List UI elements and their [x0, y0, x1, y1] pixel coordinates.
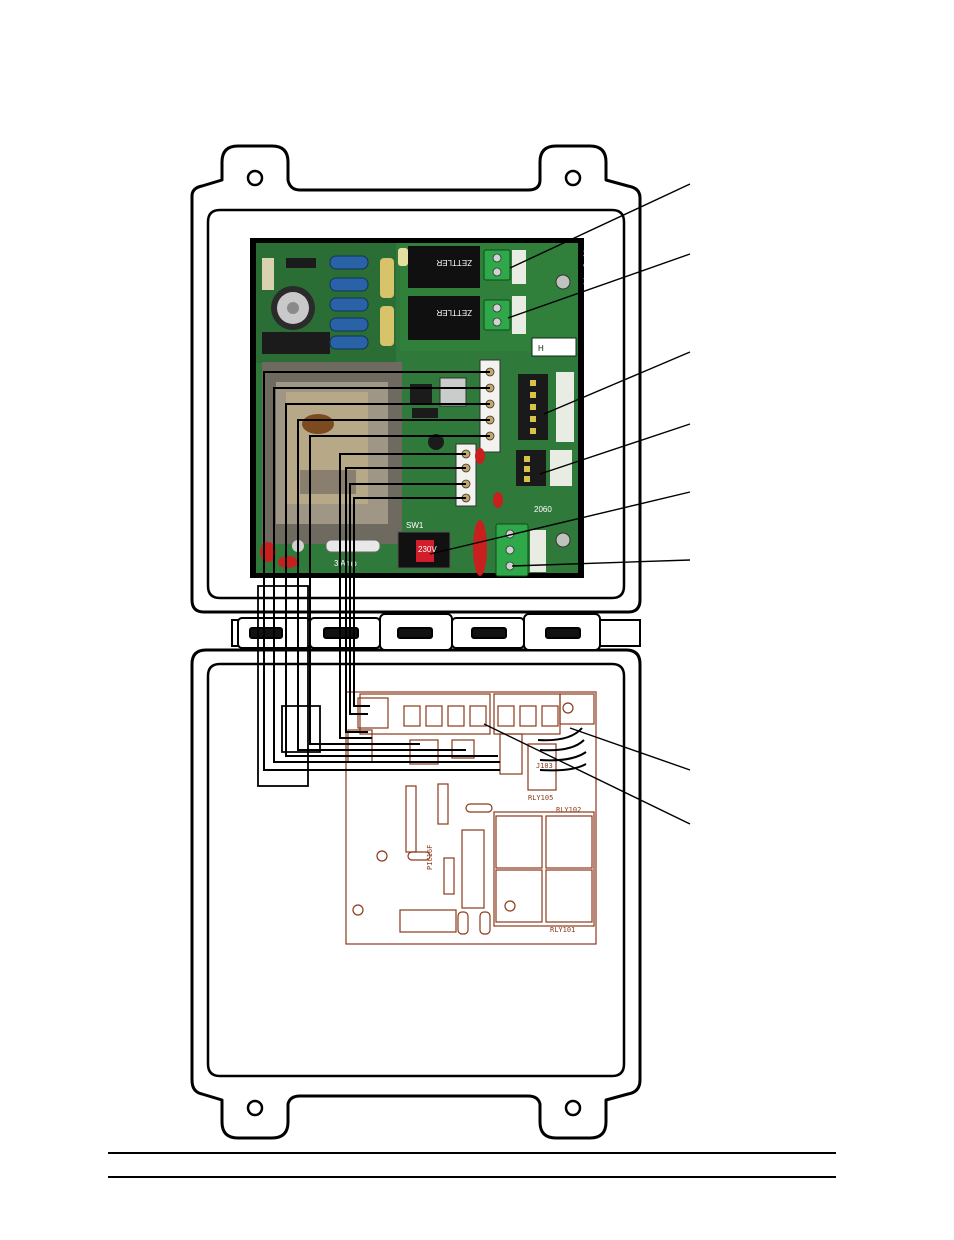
board-number: 2060: [534, 505, 552, 514]
callout-leaders: [429, 183, 691, 825]
lower-label-rly-top: RLY102: [556, 806, 581, 814]
callout-leader-4: [539, 423, 691, 475]
hinge-strip: [231, 613, 641, 651]
copyright-block: H Copyright (c) 2003: [531, 240, 592, 357]
callout-leader-8: [483, 723, 691, 825]
callout-leader-1: [509, 183, 691, 269]
lower-label-j103: J103: [536, 762, 553, 770]
footer-rule-top: [108, 1152, 836, 1154]
logo-mark: H: [538, 344, 544, 353]
mounting-holes: [246, 169, 582, 1117]
wire-connector-top: [479, 359, 501, 453]
wire-harness: [263, 371, 587, 772]
power-switch: 230V SW1: [397, 521, 451, 569]
callout-leader-3: [543, 351, 691, 415]
enclosure-outline: [190, 144, 642, 1140]
callout-leader-7: [569, 727, 691, 771]
relay-brand-label: ZETTLER: [436, 308, 472, 317]
relay-k2: ZETTLER: [408, 296, 480, 340]
switch-label: SW1: [406, 521, 424, 530]
cable-guide: [257, 585, 321, 787]
lower-label-rly: RLY101: [550, 926, 575, 934]
lower-pcb: [345, 691, 597, 945]
callout-leader-5: [429, 491, 691, 555]
relay-brand-label: ZETTLER: [436, 258, 472, 267]
switch-marking: 230V: [418, 545, 437, 554]
backup-header: [518, 372, 574, 442]
footer-rule-bottom: [108, 1176, 836, 1178]
lower-pcb-labels: PIC16F RLY101 RLY102 RLY105 J103: [426, 762, 581, 934]
three-pin-header: [516, 450, 572, 486]
lower-label-pic: PIC16F: [426, 845, 434, 870]
relay-k1: ZETTLER: [408, 246, 480, 288]
copyright-text: Copyright (c) 2003: [583, 240, 592, 306]
lower-label-rly105: RLY105: [528, 794, 553, 802]
callout-leader-6: [511, 559, 691, 567]
callout-leader-2: [507, 253, 691, 319]
